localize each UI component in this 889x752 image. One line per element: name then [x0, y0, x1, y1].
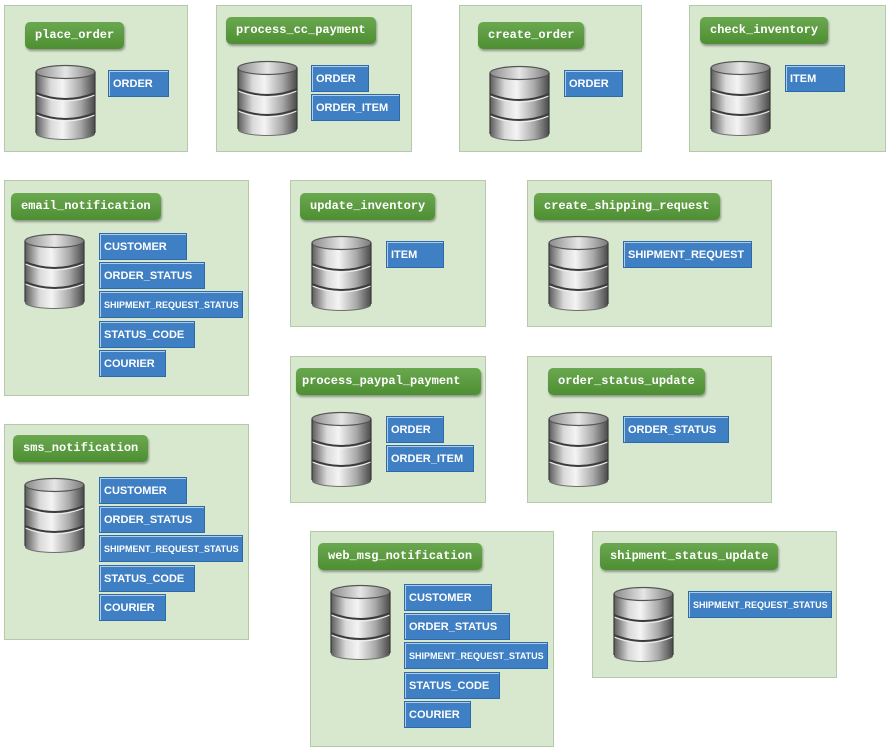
- table-box: ORDER_ITEM: [386, 445, 474, 472]
- service-label: create_shipping_request: [534, 193, 720, 220]
- service-panel-place-order: place_order ORDER: [4, 5, 188, 152]
- service-label: process_paypal_payment: [296, 368, 481, 395]
- table-box: ORDER: [386, 416, 444, 443]
- database-icon: [710, 60, 771, 137]
- service-label: place_order: [25, 22, 125, 49]
- table-box: ITEM: [785, 65, 845, 92]
- table-box: CUSTOMER: [99, 477, 187, 504]
- table-box: ORDER_ITEM: [311, 94, 400, 121]
- database-icon: [24, 233, 85, 310]
- table-box: COURIER: [404, 701, 471, 728]
- service-panel-process-cc-payment: process_cc_payment ORDER ORDER_ITEM: [216, 5, 412, 152]
- database-icon: [548, 411, 609, 488]
- database-icon: [311, 235, 372, 312]
- service-panel-create-order: create_order ORDER: [459, 5, 642, 152]
- table-box: SHIPMENT_REQUEST_STATUS: [404, 642, 548, 669]
- table-box: ORDER: [108, 70, 169, 97]
- table-box: ORDER_STATUS: [404, 613, 510, 640]
- service-label: email_notification: [11, 193, 161, 220]
- table-box: SHIPMENT_REQUEST_STATUS: [99, 291, 243, 318]
- service-panel-update-inventory: update_inventory ITEM: [290, 180, 486, 327]
- service-panel-web-msg-notification: web_msg_notification CUSTOMER ORDER_STAT…: [310, 531, 554, 747]
- service-label: update_inventory: [300, 193, 436, 220]
- service-panel-order-status-update: order_status_update ORDER_STATUS: [527, 356, 772, 503]
- table-box: STATUS_CODE: [99, 565, 195, 592]
- database-icon: [613, 586, 674, 663]
- table-box: ORDER_STATUS: [623, 416, 729, 443]
- table-box: ORDER_STATUS: [99, 262, 205, 289]
- table-box: CUSTOMER: [99, 233, 187, 260]
- table-box: COURIER: [99, 594, 166, 621]
- service-label: process_cc_payment: [226, 17, 376, 44]
- service-panel-check-inventory: check_inventory ITEM: [689, 5, 886, 152]
- service-label: check_inventory: [700, 17, 829, 44]
- table-box: SHIPMENT_REQUEST_STATUS: [688, 591, 832, 618]
- service-label: shipment_status_update: [600, 543, 779, 570]
- service-panel-sms-notification: sms_notification CUSTOMER ORDER_STATUS S…: [4, 424, 249, 640]
- table-box: COURIER: [99, 350, 166, 377]
- database-icon: [35, 64, 96, 141]
- service-label: web_msg_notification: [318, 543, 483, 570]
- database-icon: [237, 60, 298, 137]
- database-icon: [311, 411, 372, 488]
- service-panel-create-shipping-request: create_shipping_request SHIPMENT_REQUEST: [527, 180, 772, 327]
- table-box: CUSTOMER: [404, 584, 492, 611]
- table-box: STATUS_CODE: [404, 672, 500, 699]
- service-label: sms_notification: [13, 435, 149, 462]
- service-label: order_status_update: [548, 368, 705, 395]
- table-box: SHIPMENT_REQUEST_STATUS: [99, 535, 243, 562]
- table-box: SHIPMENT_REQUEST: [623, 241, 752, 268]
- service-panel-process-paypal-payment: process_paypal_payment ORDER ORDER_ITEM: [290, 356, 486, 503]
- service-label: create_order: [478, 22, 585, 49]
- database-icon: [24, 477, 85, 554]
- table-box: ORDER_STATUS: [99, 506, 205, 533]
- table-box: ITEM: [386, 241, 444, 268]
- table-box: STATUS_CODE: [99, 321, 195, 348]
- database-icon: [489, 65, 550, 142]
- database-icon: [548, 235, 609, 312]
- service-panel-email-notification: email_notification CUSTOMER ORDER_STATUS…: [4, 180, 249, 396]
- table-box: ORDER: [311, 65, 369, 92]
- service-panel-shipment-status-update: shipment_status_update SHIPMENT_REQUEST_…: [592, 531, 837, 678]
- database-icon: [330, 584, 391, 661]
- table-box: ORDER: [564, 70, 623, 97]
